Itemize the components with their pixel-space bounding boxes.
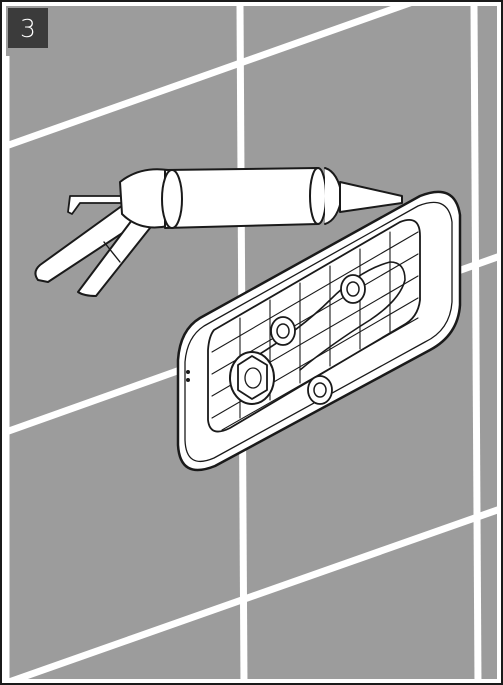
caulking-gun-icon <box>34 167 403 297</box>
step-number-badge: 3 <box>8 8 48 48</box>
hex-nut <box>229 351 275 405</box>
bolt-left <box>270 316 296 346</box>
mounting-plate-icon <box>176 190 462 472</box>
bolt-top-right <box>340 274 366 304</box>
bolt-bottom <box>307 375 333 405</box>
